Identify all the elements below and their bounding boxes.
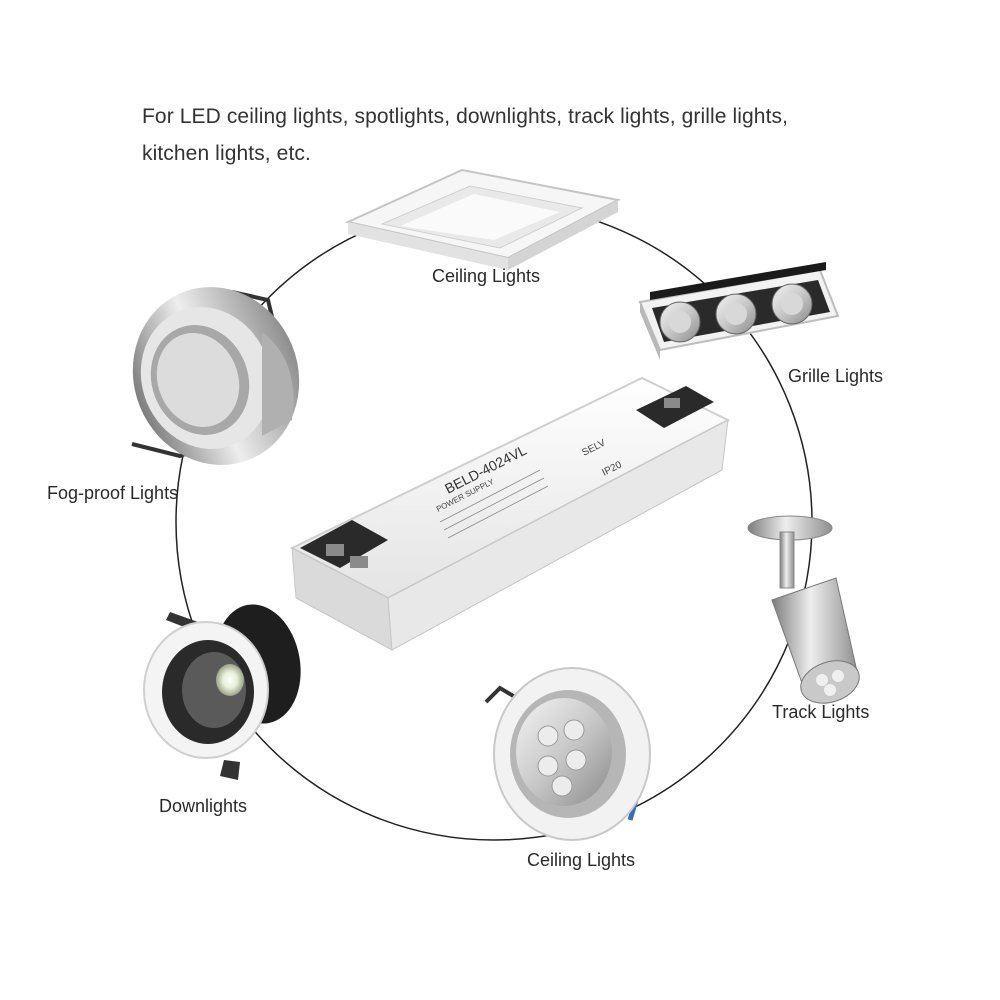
label-downlights: Downlights (159, 796, 248, 816)
label-grille-lights: Grille Lights (788, 366, 884, 386)
grille-light (638, 262, 840, 360)
fog-proof-light (131, 287, 300, 465)
gimbal-ceiling-light (484, 667, 651, 841)
headline-line-2: kitchen lights, etc. (142, 142, 311, 165)
track-light (747, 515, 860, 704)
label-track-lights: Track Lights (772, 702, 870, 722)
downlight (143, 604, 301, 780)
label-fog-proof-lights: Fog-proof Lights (47, 483, 179, 503)
headline: For LED ceiling lights, spotlights, down… (142, 98, 842, 172)
power-supply-unit: BELD-4024VL POWER SUPPLY SELV IP20 (289, 376, 731, 651)
ceiling-panel-light (344, 168, 621, 270)
headline-line-1: For LED ceiling lights, spotlights, down… (142, 105, 789, 128)
label-ceiling-lights-bottom: Ceiling Lights (527, 850, 636, 870)
label-ceiling-lights-top: Ceiling Lights (432, 266, 541, 286)
